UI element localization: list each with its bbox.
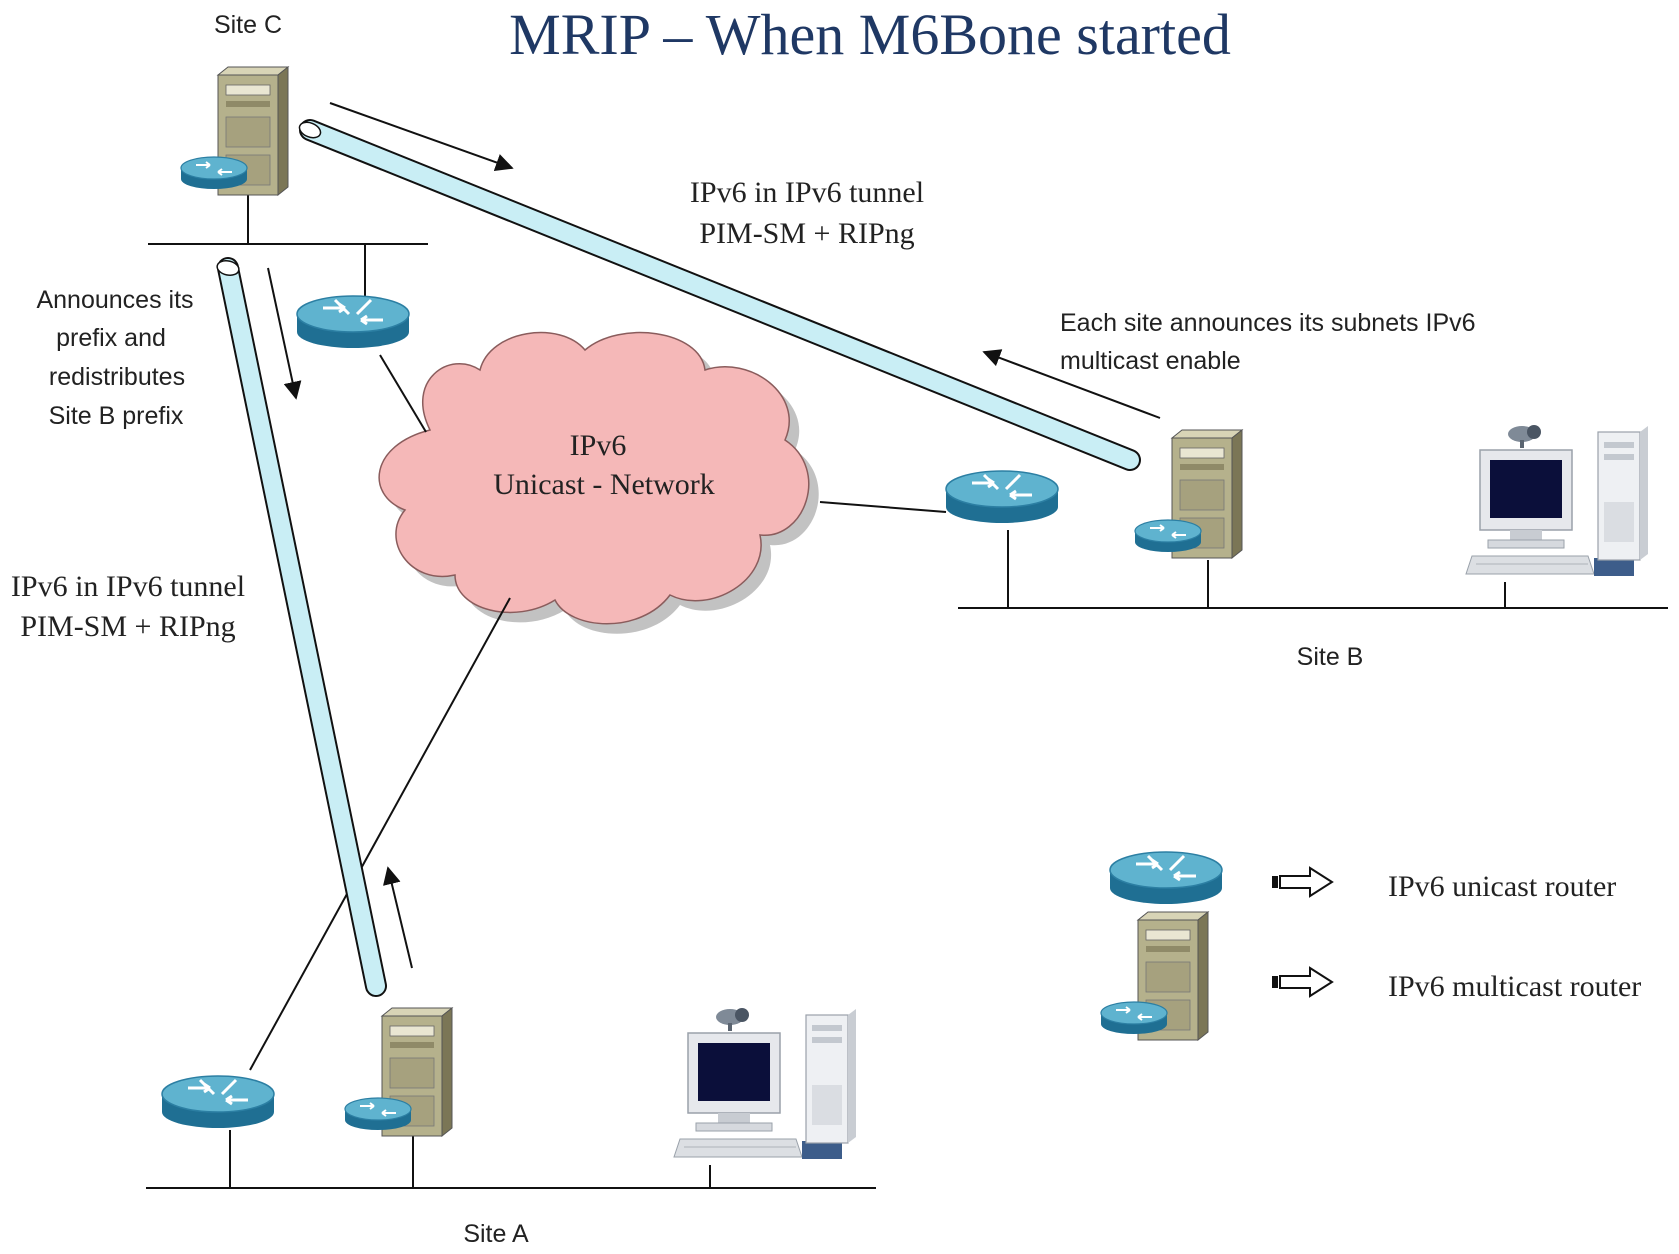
- legend-server-router-icon: [1101, 912, 1208, 1040]
- site-c-label: Site C: [214, 11, 282, 39]
- legend-multicast-label: IPv6 multicast router: [1388, 970, 1641, 1003]
- tunnel-left-label-line2: PIM-SM + RIPng: [20, 610, 235, 643]
- site-a-multicast-router-icon: [345, 1008, 452, 1136]
- announce-arrows: [267, 102, 1161, 969]
- arrow-c-to-b: [329, 102, 514, 172]
- announce-c-line1: Announces its: [36, 286, 193, 314]
- network-links: [146, 195, 1668, 1189]
- tunnel-c-a: [216, 257, 387, 997]
- site-a-unicast-router-icon: [160, 1074, 276, 1130]
- cloud-icon: [378, 331, 819, 634]
- tunnel-left-label-line1: IPv6 in IPv6 tunnel: [11, 570, 245, 603]
- legend: IPv6 unicast router IPv6 multicast route…: [1101, 850, 1641, 1040]
- cloud-label-line2: Unicast - Network: [493, 468, 715, 501]
- link-c-cloud: [379, 354, 427, 433]
- tunnel-c-b: [298, 119, 1141, 471]
- cloud-label-line1: IPv6: [570, 429, 627, 462]
- announce-b-line1: Each site announces its subnets IPv6: [1060, 309, 1476, 337]
- legend-router-icon: [1108, 850, 1224, 906]
- link-a-cloud: [249, 597, 511, 1071]
- arrow-c-to-a: [267, 267, 302, 400]
- arrow-b-to-c: [982, 349, 1161, 419]
- page-title: MRIP – When M6Bone started: [509, 2, 1231, 67]
- site-a-label: Site A: [463, 1220, 529, 1248]
- arrow-a-to-c: [383, 866, 413, 969]
- site-b-workstation-icon: [1465, 424, 1649, 577]
- legend-arrow-icon: [1271, 967, 1333, 997]
- announce-c-line3: redistributes: [49, 363, 185, 391]
- site-a-workstation-icon: [673, 1007, 857, 1160]
- site-c-multicast-router-icon: [181, 67, 288, 195]
- site-c-unicast-router-icon: [295, 294, 411, 350]
- site-b-label: Site B: [1297, 643, 1364, 671]
- announce-c-line4: Site B prefix: [49, 402, 184, 430]
- site-b-multicast-router-icon: [1135, 430, 1242, 558]
- announce-c-line2: prefix and: [56, 324, 166, 352]
- tunnel-top-label-line2: PIM-SM + RIPng: [699, 217, 914, 250]
- link-cloud-b: [819, 501, 947, 513]
- legend-arrow-icon: [1271, 867, 1333, 897]
- announce-b-line2: multicast enable: [1060, 347, 1241, 375]
- site-b-unicast-router-icon: [944, 469, 1060, 525]
- tunnel-top-label-line1: IPv6 in IPv6 tunnel: [690, 176, 924, 209]
- legend-unicast-label: IPv6 unicast router: [1388, 870, 1616, 903]
